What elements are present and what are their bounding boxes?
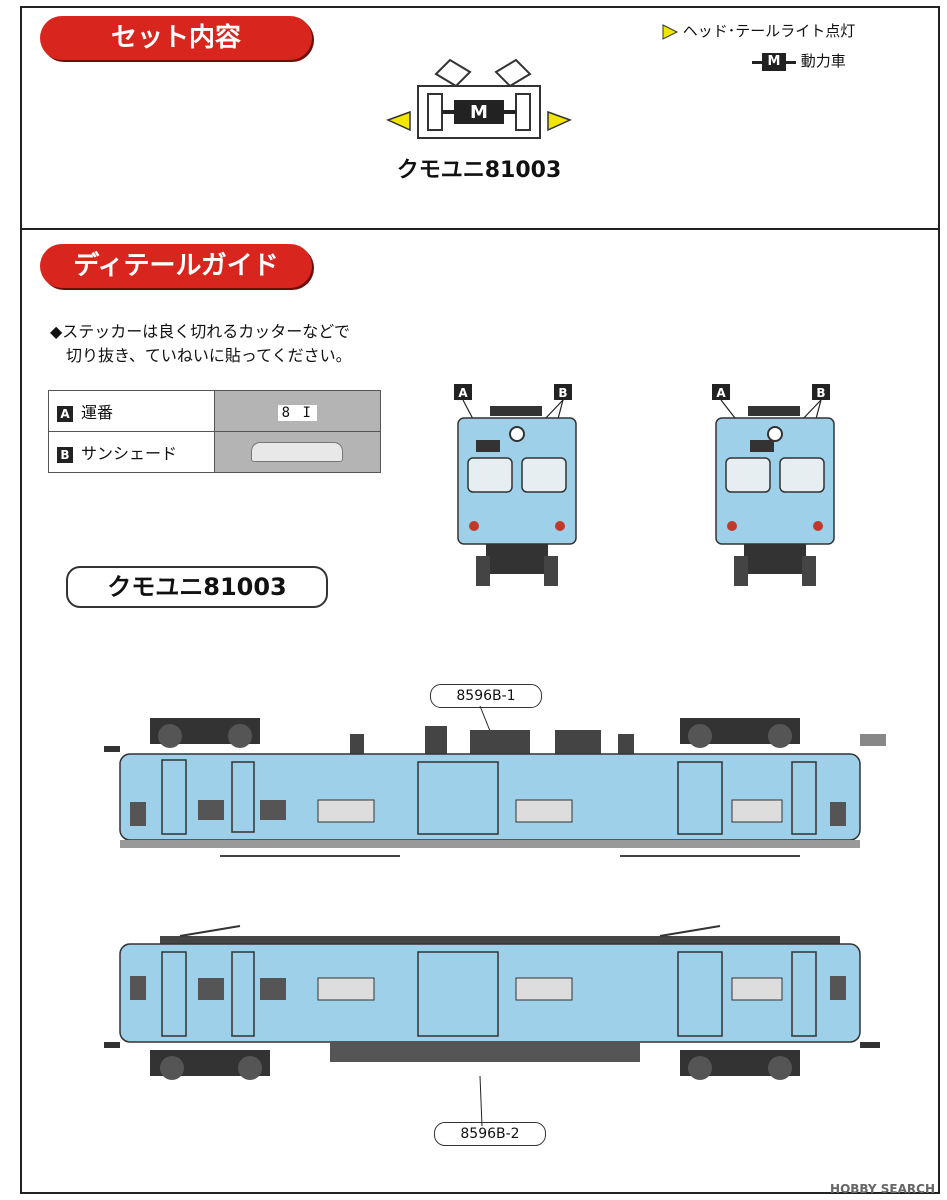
legend-motor-text: 動力車: [800, 52, 846, 70]
car-schematic: M: [386, 58, 572, 139]
svg-text:A: A: [716, 386, 726, 400]
sticker-label-b: サンシェード: [81, 444, 178, 463]
note-line-1: ◆ステッカーは良く切れるカッターなどで: [50, 322, 350, 341]
part-tag-upper: 8596B-1: [430, 684, 542, 708]
part-tag-lower: 8596B-2: [434, 1122, 546, 1146]
sticker-note: ◆ステッカーは良く切れるカッターなどで 切り抜き、ていねいに貼ってください。: [50, 320, 352, 368]
car-name: クモユニ81003: [396, 158, 562, 183]
hobby-search-watermark: HOBBY SEARCH: [830, 1182, 935, 1196]
note-line-2: 切り抜き、ていねいに貼ってください。: [66, 346, 352, 365]
right-light-icon: [547, 110, 572, 132]
side-view-upper: [104, 705, 886, 857]
front-view-left: A B: [454, 384, 577, 586]
sticker-row-b: B サンシェード: [48, 431, 382, 473]
legend-headlight: ヘッド･テールライト点灯: [662, 20, 855, 41]
detail-guide-heading: ディテールガイド: [40, 244, 312, 288]
left-light-icon: [386, 110, 411, 132]
sunshade-shape: [251, 442, 344, 463]
side-view-lower: [104, 925, 880, 1127]
set-contents-heading: セット内容: [40, 16, 312, 60]
motor-symbol-icon: M: [752, 52, 796, 71]
headlight-triangle-icon: [662, 23, 679, 40]
svg-text:A: A: [458, 386, 468, 400]
sticker-key-b: B: [57, 446, 73, 463]
sticker-code: 8 I: [277, 404, 317, 421]
sticker-label-a: 運番: [81, 403, 114, 422]
sticker-key-a: A: [57, 405, 73, 422]
sticker-sample-b: [213, 431, 382, 473]
sticker-sample-a: 8 I: [213, 390, 382, 432]
svg-text:B: B: [558, 386, 567, 400]
sticker-row-a: A 運番 8 I: [48, 390, 382, 432]
sticker-table: A 運番 8 I B サンシェード: [48, 390, 382, 473]
front-view-right: A B: [712, 384, 835, 586]
page-frame: [20, 6, 940, 1194]
car-motor-label: M: [470, 102, 488, 123]
section-divider: [20, 228, 940, 230]
svg-text:B: B: [816, 386, 825, 400]
model-name-box: クモユニ81003: [66, 566, 328, 608]
legend-headlight-text: ヘッド･テールライト点灯: [682, 22, 856, 40]
legend-motor: M 動力車: [752, 50, 846, 71]
